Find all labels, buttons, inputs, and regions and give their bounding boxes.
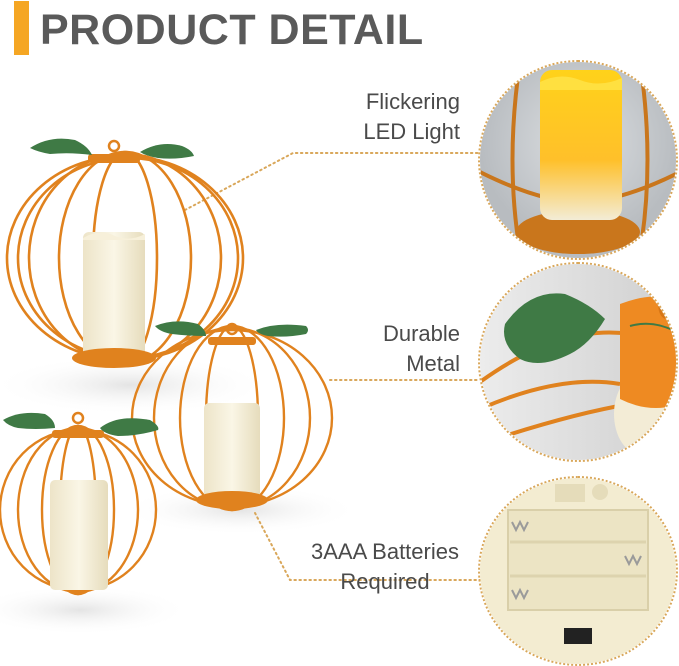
feature-batteries-line2: Required <box>340 569 430 594</box>
feature-label-led: Flickering LED Light <box>320 87 460 147</box>
feature-led-line1: Flickering <box>365 89 460 114</box>
header-accent-bar <box>14 1 29 55</box>
metal-leaf-closeup-icon <box>478 262 678 462</box>
leaf-icon <box>30 138 194 159</box>
page-title: PRODUCT DETAIL <box>40 6 424 54</box>
leader-lines <box>184 152 481 581</box>
feature-led-line2: LED Light <box>363 119 460 144</box>
feature-metal-line1: Durable <box>382 321 460 346</box>
led-candle-closeup-icon <box>478 60 678 260</box>
feature-label-batteries: 3AAA Batteries Required <box>290 537 480 597</box>
feature-metal-line2: Metal <box>406 351 460 376</box>
feature-batteries-line1: 3AAA Batteries <box>311 539 459 564</box>
feature-label-metal: Durable Metal <box>340 319 460 379</box>
battery-compartment-closeup-icon <box>478 476 678 666</box>
